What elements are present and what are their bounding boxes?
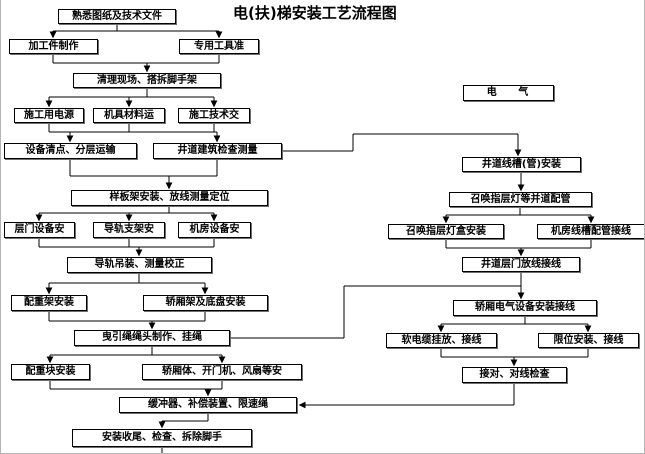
flow-box-limit-switches: 限位安装、接线 (538, 333, 639, 348)
flow-box-rail-hoist: 导轨吊装、测量校正 (67, 257, 212, 273)
flow-box-car-body: 轿厢体、开门机、风扇等安 (142, 364, 302, 380)
flow-box-clear-site: 清理现场、搭拆脚手架 (73, 73, 221, 88)
flow-box-cwt-blocks: 配重块安装 (11, 364, 90, 380)
flow-box-machine-room: 机房设备安 (178, 222, 251, 238)
flow-box-rope-ends: 曳引绳绳头制作、挂绳 (74, 330, 230, 346)
flow-box-shaft-trunking: 井道线槽(管)安装 (462, 157, 581, 172)
flow-box-car-electric: 轿厢电气设备安装接线 (453, 300, 597, 316)
flow-box-template-frame: 样板架安装、放线测量定位 (71, 190, 268, 206)
flow-box-rail-brackets: 导轨支架安 (93, 222, 165, 238)
flow-box-shaft-survey: 井道建筑检查测量 (153, 143, 282, 159)
flow-box-power: 施工用电源 (14, 108, 84, 123)
flow-box-door-wiring: 井道层门放线接线 (462, 257, 580, 272)
flow-box-call-boxes: 召唤指层灯盒安装 (388, 224, 504, 239)
flow-box-equipment-sort: 设备清点、分层运输 (4, 143, 137, 159)
flow-box-landing-doors: 层门设备安 (4, 222, 75, 238)
flow-box-electric-label: 电 气 (463, 85, 554, 101)
flow-box-materials: 机具材料运 (93, 108, 165, 123)
flow-box-travel-cable: 软电缆挂放、接线 (386, 333, 497, 348)
flow-box-special-tools: 专用工具准 (179, 39, 259, 54)
flow-box-wire-check: 接对、对线检查 (462, 367, 567, 383)
diagram-title: 电(扶)梯安装工艺流程图 (233, 4, 397, 22)
flow-box-car-frame: 轿厢架及底盘安装 (143, 295, 268, 311)
flow-box-cwt-frame: 配重架安装 (11, 295, 87, 311)
flow-box-briefing: 施工技术交 (178, 108, 250, 123)
flow-box-call-piping: 召唤指层灯等并道配管 (449, 192, 592, 207)
flow-box-review-drawings: 熟悉图纸及技术文件 (58, 9, 176, 24)
flow-box-make-parts: 加工件制作 (9, 39, 98, 54)
flow-box-buffers: 缓冲器、补偿装置、限速绳 (119, 397, 297, 413)
flow-box-finishing: 安装收尾、检查、拆除脚手 (72, 429, 252, 447)
flow-box-machine-room-wiring: 机房线槽配管接线 (537, 224, 644, 239)
